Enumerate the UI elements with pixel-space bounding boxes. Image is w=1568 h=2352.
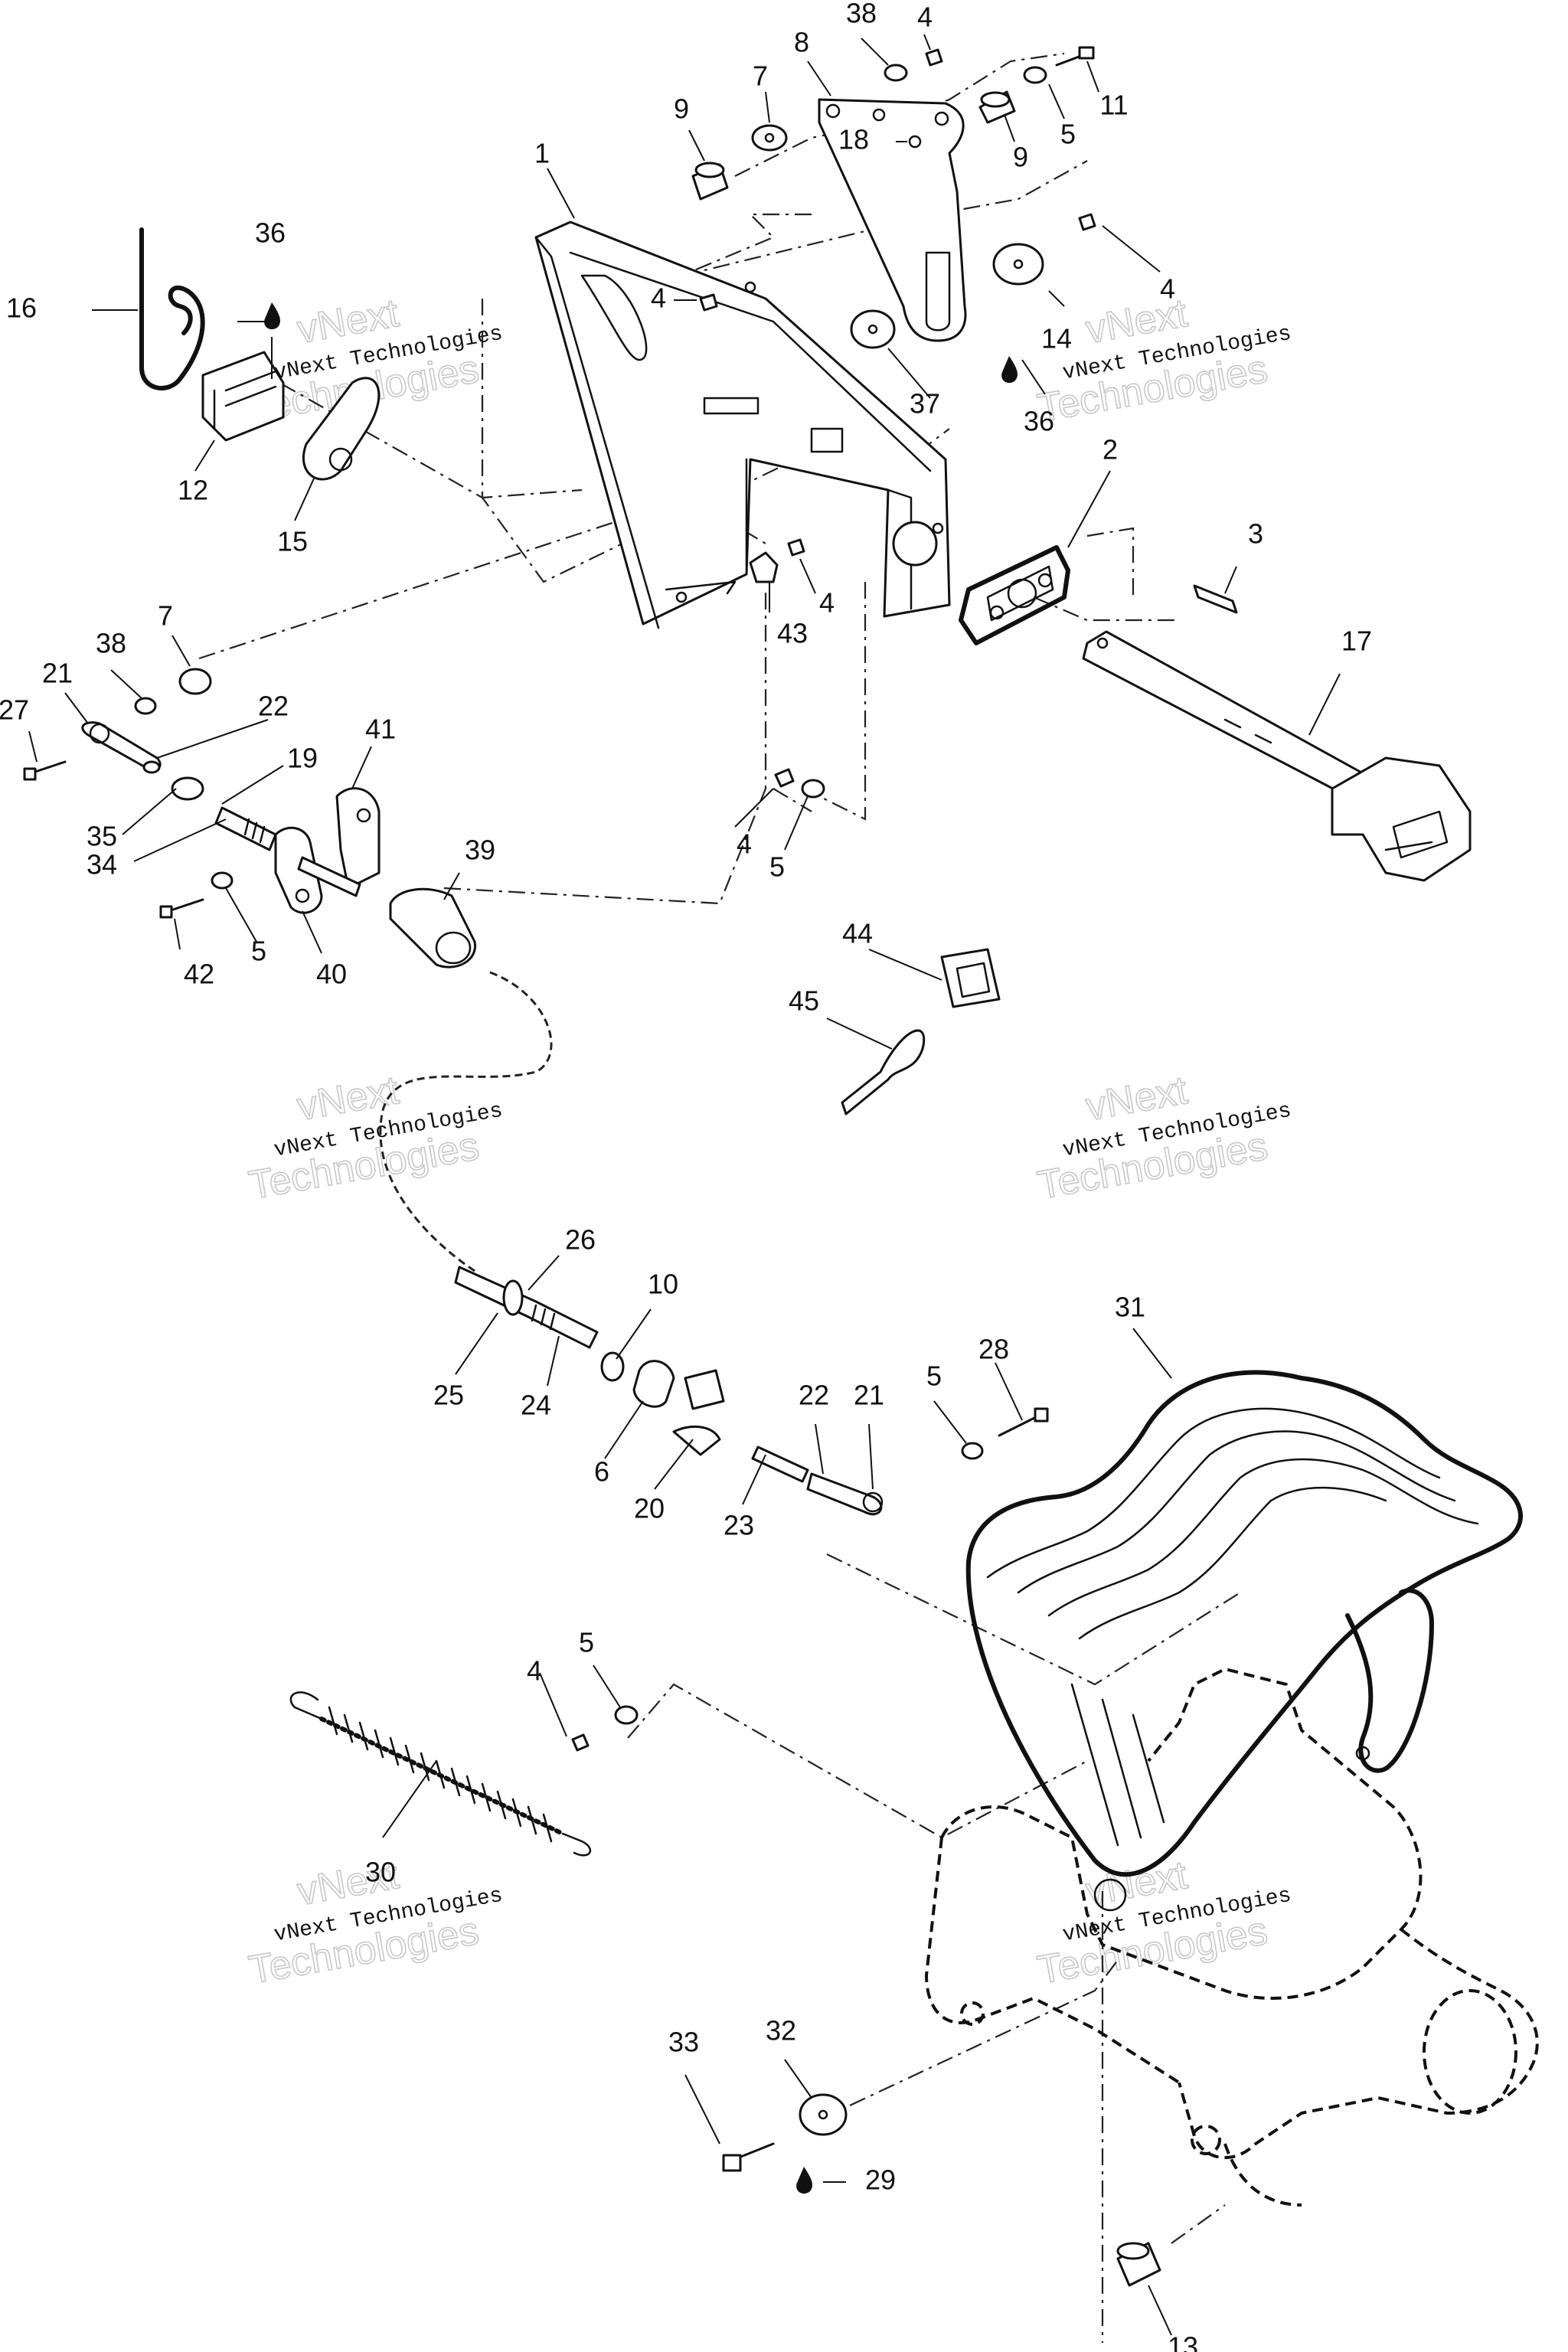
callout-15: 15 bbox=[277, 526, 308, 557]
link-plate-part-8 bbox=[818, 98, 967, 342]
callout-23: 23 bbox=[724, 1510, 754, 1541]
clip-part-44 bbox=[940, 948, 1001, 1008]
bushing-part-15 bbox=[302, 377, 381, 481]
callout-5-top: 5 bbox=[1060, 119, 1076, 150]
callout-4-bracket: 4 bbox=[651, 283, 666, 314]
callout-43: 43 bbox=[777, 618, 808, 649]
callout-8: 8 bbox=[794, 27, 809, 58]
callout-5-middle: 5 bbox=[926, 1361, 942, 1392]
callout-45: 45 bbox=[789, 985, 819, 1017]
callout-41: 41 bbox=[365, 714, 396, 745]
callout-2: 2 bbox=[1102, 434, 1118, 466]
watermark-group: vNext vNext Technologies Technologies vN… bbox=[245, 290, 1293, 1993]
callout-33: 33 bbox=[668, 2027, 699, 2058]
plate-part-2 bbox=[959, 545, 1070, 645]
handle-assembly-part-31 bbox=[965, 1370, 1523, 1912]
linkage-left bbox=[23, 668, 476, 969]
callout-22-left: 22 bbox=[258, 691, 289, 722]
callout-19: 19 bbox=[287, 743, 318, 774]
callout-7-left: 7 bbox=[158, 600, 173, 632]
callout-35: 35 bbox=[87, 821, 117, 852]
tie-part-45 bbox=[841, 1029, 926, 1116]
callout-37: 37 bbox=[910, 388, 940, 420]
callout-labels: 1 2 3 4 4 4 4 4 4 5 5 5 5 5 6 7 7 8 9 9 … bbox=[0, 0, 1372, 2352]
callout-39: 39 bbox=[465, 835, 495, 866]
linkage-middle bbox=[454, 1266, 1049, 1516]
callout-25: 25 bbox=[433, 1380, 464, 1411]
callout-27: 27 bbox=[0, 694, 29, 726]
callout-9-right: 9 bbox=[1013, 142, 1028, 173]
callout-4-top: 4 bbox=[917, 2, 933, 33]
callout-36-left: 36 bbox=[255, 217, 286, 249]
callout-21-middle: 21 bbox=[854, 1380, 884, 1411]
callout-16: 16 bbox=[6, 292, 37, 324]
callout-21-left: 21 bbox=[42, 658, 73, 689]
callout-28: 28 bbox=[978, 1334, 1009, 1365]
callout-40: 40 bbox=[316, 959, 347, 990]
spring-part-30 bbox=[289, 1691, 592, 1857]
bracket-part-1 bbox=[534, 220, 951, 629]
callout-10: 10 bbox=[648, 1269, 678, 1300]
callout-7-top: 7 bbox=[753, 60, 768, 92]
callout-4-bottom: 4 bbox=[527, 1655, 542, 1687]
spring-clip-part-16 bbox=[139, 227, 205, 390]
callout-38-left: 38 bbox=[96, 628, 126, 659]
callout-6: 6 bbox=[594, 1456, 609, 1488]
callout-13: 13 bbox=[1168, 2331, 1198, 2352]
hardware-bottom bbox=[571, 1705, 1161, 2287]
callout-38-top: 38 bbox=[846, 0, 877, 29]
callout-42: 42 bbox=[184, 959, 214, 990]
callout-18: 18 bbox=[838, 124, 869, 155]
callout-36-right: 36 bbox=[1024, 406, 1054, 437]
callout-17: 17 bbox=[1341, 626, 1372, 657]
callout-12: 12 bbox=[178, 475, 208, 506]
callout-29: 29 bbox=[865, 2164, 896, 2196]
callout-31: 31 bbox=[1115, 1292, 1145, 1323]
lever-part-17 bbox=[1082, 630, 1472, 882]
callout-4-right: 4 bbox=[1160, 273, 1175, 305]
callout-22-middle: 22 bbox=[799, 1380, 829, 1411]
callout-11: 11 bbox=[1099, 90, 1128, 121]
callout-44: 44 bbox=[842, 918, 873, 949]
callout-4-lower: 4 bbox=[737, 828, 752, 860]
callout-24: 24 bbox=[521, 1390, 551, 1421]
callout-9-left: 9 bbox=[674, 93, 689, 125]
damper-part-12 bbox=[201, 351, 285, 442]
callout-5-left: 5 bbox=[251, 936, 266, 967]
callout-34: 34 bbox=[87, 849, 117, 880]
callout-5-bottom: 5 bbox=[579, 1627, 594, 1658]
callout-4-clip: 4 bbox=[819, 587, 835, 619]
callout-14: 14 bbox=[1041, 323, 1072, 354]
callout-3: 3 bbox=[1248, 518, 1263, 550]
hardware-top bbox=[264, 46, 1238, 799]
callout-20: 20 bbox=[634, 1493, 665, 1524]
callout-5-lower: 5 bbox=[769, 851, 785, 883]
callout-32: 32 bbox=[766, 2015, 796, 2047]
leader-lines bbox=[28, 34, 1341, 2336]
callout-1: 1 bbox=[534, 138, 550, 169]
callout-26: 26 bbox=[565, 1224, 596, 1256]
callout-30: 30 bbox=[365, 1857, 396, 1888]
housing-outline bbox=[925, 1668, 1539, 2207]
